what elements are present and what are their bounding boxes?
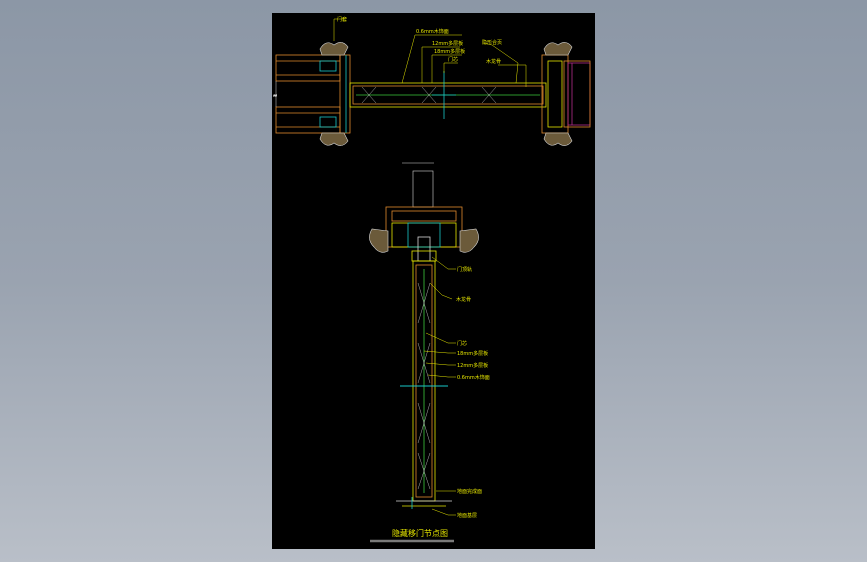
plan-label-door-core: 门芯 xyxy=(448,56,458,63)
section-floor xyxy=(396,497,452,509)
section-label-board-18: 18mm多层板 xyxy=(457,350,488,357)
plan-label-hidden-hinge: 隐形合页 xyxy=(482,39,502,46)
plan-label-board-18: 18mm多层板 xyxy=(434,48,465,55)
section-door-leaf xyxy=(412,260,436,502)
section-label-lintel: 门顶轨 xyxy=(457,266,472,273)
section-lintel-wall-break xyxy=(369,228,479,253)
section-leaders xyxy=(423,256,456,516)
plan-label-door-frame: 门套 xyxy=(337,16,347,23)
section-top-axis xyxy=(402,162,434,208)
plan-right-wall-break xyxy=(543,42,573,146)
section-label-board-12: 12mm多层板 xyxy=(457,362,488,369)
plan-left-jamb-cyan xyxy=(319,55,347,133)
drawing-canvas: ≈ xyxy=(272,13,595,549)
plan-left-dims: ≈ xyxy=(273,81,277,107)
plan-view: ≈ xyxy=(273,16,591,146)
plan-label-wood-keel: 木龙骨 xyxy=(486,58,501,65)
plan-left-dim-text: ≈ xyxy=(273,93,277,99)
drawing-title: 隐藏移门节点图 xyxy=(392,528,448,538)
section-view: 门顶轨 木龙骨 门芯 18mm多层板 12mm多层板 0.6mm木饰面 地面完成… xyxy=(369,162,490,519)
section-label-wood-keel: 木龙骨 xyxy=(456,296,471,303)
plan-center-axis xyxy=(432,71,456,119)
section-label-core: 门芯 xyxy=(457,340,467,347)
plan-label-board-12: 12mm多层板 xyxy=(432,40,463,47)
plan-leaders xyxy=(333,18,527,87)
section-label-floor-finish: 地面完成面 xyxy=(457,488,482,495)
section-lintel xyxy=(385,206,463,262)
door-detail-drawing: ≈ xyxy=(273,16,591,543)
section-label-floor-base: 地面基层 xyxy=(457,512,477,519)
plan-left-wall-break xyxy=(319,42,349,146)
plan-left-frame xyxy=(275,54,351,134)
plan-right-frame xyxy=(541,54,591,134)
section-label-veneer: 0.6mm木饰面 xyxy=(457,374,490,381)
plan-label-veneer: 0.6mm木饰面 xyxy=(416,28,449,35)
